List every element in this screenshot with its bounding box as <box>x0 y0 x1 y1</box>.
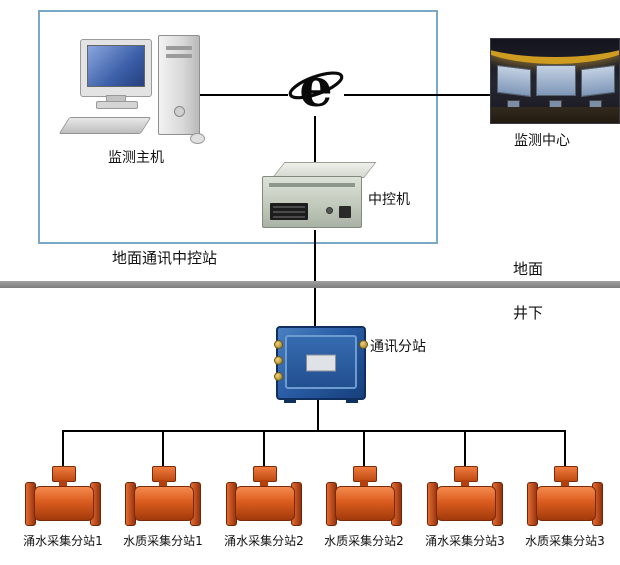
flow-sensor-icon <box>526 466 604 526</box>
sensor-neck <box>59 480 67 486</box>
monitor-icon <box>80 39 152 97</box>
device-column: 涌水采集分站1 <box>23 466 103 548</box>
device-column: 涌水采集分站2 <box>224 466 304 548</box>
sensor-neck <box>260 480 268 486</box>
server-vent-strip <box>269 183 355 187</box>
wall-screen <box>497 64 531 98</box>
drop-line <box>564 430 566 468</box>
power-button-icon <box>174 106 185 117</box>
drop-line <box>464 430 466 468</box>
flow-sensor-icon <box>426 466 504 526</box>
keyboard-icon <box>58 117 152 134</box>
flow-sensor-icon <box>225 466 303 526</box>
device-column: 水质采集分站1 <box>123 466 203 548</box>
drive-slot <box>166 54 192 58</box>
ceiling-light <box>491 39 619 64</box>
flow-sensor-icon <box>24 466 102 526</box>
sensor-neck <box>561 480 569 486</box>
server-led <box>326 207 333 214</box>
mounting-foot <box>284 398 296 403</box>
control-room-photo <box>490 38 620 124</box>
device-label: 水质采集分站2 <box>324 534 404 548</box>
device-column: 水质采集分站2 <box>324 466 404 548</box>
sensor-body <box>235 486 295 521</box>
drive-slot <box>166 46 192 50</box>
mouse-icon <box>190 133 205 144</box>
substation-panel <box>285 335 357 389</box>
sensor-body <box>536 486 596 521</box>
ie-logo-svg: e <box>288 58 344 119</box>
rack-server-icon <box>262 162 377 232</box>
server-power-panel <box>339 206 351 218</box>
device-label: 涌水采集分站3 <box>425 534 505 548</box>
flow-sensor-icon <box>325 466 403 526</box>
bus-line <box>62 430 566 432</box>
cable-gland <box>274 356 283 365</box>
server-front-face <box>262 176 362 228</box>
sensor-body <box>335 486 395 521</box>
wall-screen <box>581 64 615 98</box>
center-label: 监测中心 <box>514 133 570 149</box>
wall-screen <box>536 65 576 96</box>
sensor-body <box>34 486 94 521</box>
sensor-neck <box>360 480 368 486</box>
sensor-neck <box>159 480 167 486</box>
ground-station-label: 地面通讯中控站 <box>112 249 218 267</box>
sensor-body <box>436 486 496 521</box>
junction-box-icon <box>274 326 368 403</box>
monitor-screen <box>87 45 145 87</box>
mounting-foot <box>346 398 358 403</box>
underground-label: 井下 <box>513 304 544 322</box>
ground-station-frame <box>38 10 438 244</box>
substation-label: 通讯分站 <box>370 339 426 355</box>
connector-line <box>314 116 316 166</box>
control-machine-label: 中控机 <box>368 192 410 208</box>
drop-line <box>263 430 265 468</box>
connector-line <box>344 94 490 96</box>
drop-line <box>162 430 164 468</box>
desktop-computer-icon <box>58 33 205 149</box>
device-label: 水质采集分站1 <box>123 534 203 548</box>
device-column: 水质采集分站3 <box>525 466 605 548</box>
connector-line <box>196 94 288 96</box>
drop-line <box>62 430 64 468</box>
connector-line <box>317 394 319 432</box>
cable-gland <box>274 340 283 349</box>
device-column: 涌水采集分站3 <box>425 466 505 548</box>
sensor-neck <box>461 480 469 486</box>
surface-divider <box>0 281 620 288</box>
device-label: 涌水采集分站2 <box>224 534 304 548</box>
pc-tower-icon <box>158 35 200 135</box>
cable-gland <box>359 340 368 349</box>
server-drive-bay <box>270 203 308 220</box>
cable-gland <box>274 372 283 381</box>
monitor-base <box>96 101 138 109</box>
flow-sensor-icon <box>124 466 202 526</box>
drop-line <box>363 430 365 468</box>
ie-logo: e <box>287 58 345 119</box>
device-label: 涌水采集分站1 <box>23 534 103 548</box>
host-label: 监测主机 <box>108 150 164 166</box>
substation-nameplate <box>306 354 336 372</box>
console-desk <box>491 107 619 123</box>
surface-label: 地面 <box>513 260 544 278</box>
connector-line <box>314 230 316 327</box>
device-label: 水质采集分站3 <box>525 534 605 548</box>
sensor-body <box>134 486 194 521</box>
